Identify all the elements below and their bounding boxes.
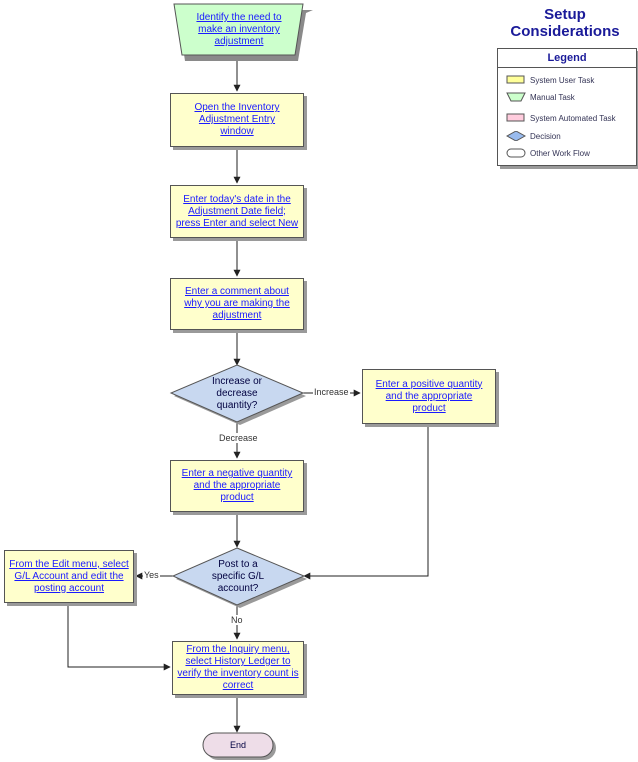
start-manual-task[interactable]: Identify the need to make an inventory a… (184, 5, 294, 55)
legend-item-system-user-task: System User Task (506, 73, 594, 87)
title-line-1: Setup (544, 6, 586, 23)
end-label: End (229, 740, 246, 750)
step-positive-quantity[interactable]: Enter a positive quantity and the approp… (362, 369, 496, 424)
rectangle-icon (506, 113, 525, 122)
setup-considerations-title: Setup Considerations (495, 6, 635, 40)
step-open-label[interactable]: Open the Inventory Adjustment Entry wind… (194, 102, 280, 137)
decision-direction[interactable]: Increase or decrease quantity? (199, 372, 275, 416)
branch-label-no: No (230, 615, 244, 625)
legend-label: Decision (530, 131, 561, 141)
legend-panel: Legend System User Task Manual Task Syst… (497, 48, 637, 166)
legend-item-system-automated-task: System Automated Task (506, 111, 616, 125)
step-history-label[interactable]: From the Inquiry menu, select History Le… (177, 644, 299, 691)
step-edit-gl-account[interactable]: From the Edit menu, select G/L Account a… (4, 550, 134, 603)
legend-label: Manual Task (530, 92, 575, 102)
decision-gl-label: Post to a specific G/L account? (211, 559, 265, 594)
step-enter-date[interactable]: Enter today's date in the Adjustment Dat… (170, 185, 304, 238)
rectangle-icon (506, 75, 525, 84)
legend-label: System Automated Task (530, 113, 616, 123)
legend-item-manual-task: Manual Task (506, 90, 575, 104)
branch-label-increase: Increase (313, 387, 350, 397)
end-terminator[interactable]: End (203, 733, 273, 757)
step-negative-quantity[interactable]: Enter a negative quantity and the approp… (170, 460, 304, 512)
step-history-ledger[interactable]: From the Inquiry menu, select History Le… (172, 641, 304, 695)
title-line-2: Considerations (510, 23, 620, 40)
trapezoid-icon (506, 92, 526, 102)
step-edit-gl-label[interactable]: From the Edit menu, select G/L Account a… (9, 558, 129, 594)
legend-title: Legend (498, 49, 636, 68)
legend-label: System User Task (530, 75, 595, 85)
end-oval-shape[interactable] (202, 732, 274, 758)
decision-direction-label: Increase or decrease quantity? (211, 376, 263, 411)
connector-editgl-to-history (67, 603, 171, 671)
connector-positive-to-gl (303, 424, 429, 580)
start-manual-task-fill[interactable] (173, 3, 304, 56)
decision-direction-shape[interactable] (169, 364, 305, 423)
legend-item-decision: Decision (506, 129, 561, 143)
step-positive-label[interactable]: Enter a positive quantity and the approp… (375, 378, 483, 414)
step-date-label[interactable]: Enter today's date in the Adjustment Dat… (175, 193, 299, 229)
branch-label-yes: Yes (143, 570, 160, 580)
legend-label: Other Work Flow (530, 148, 590, 158)
step-enter-comment[interactable]: Enter a comment about why you are making… (170, 278, 304, 330)
step-open-adjustment-window[interactable]: Open the Inventory Adjustment Entry wind… (170, 93, 304, 147)
start-manual-task-label[interactable]: Identify the need to make an inventory a… (196, 12, 282, 47)
legend-item-other-work-flow: Other Work Flow (506, 146, 590, 160)
branch-label-decrease: Decrease (218, 433, 259, 443)
decision-gl-account[interactable]: Post to a specific G/L account? (202, 555, 274, 599)
step-negative-label[interactable]: Enter a negative quantity and the approp… (181, 468, 293, 503)
decision-gl-shape[interactable] (171, 547, 306, 606)
oval-icon (506, 148, 526, 158)
step-comment-label[interactable]: Enter a comment about why you are making… (184, 286, 290, 321)
diamond-icon (506, 131, 526, 141)
